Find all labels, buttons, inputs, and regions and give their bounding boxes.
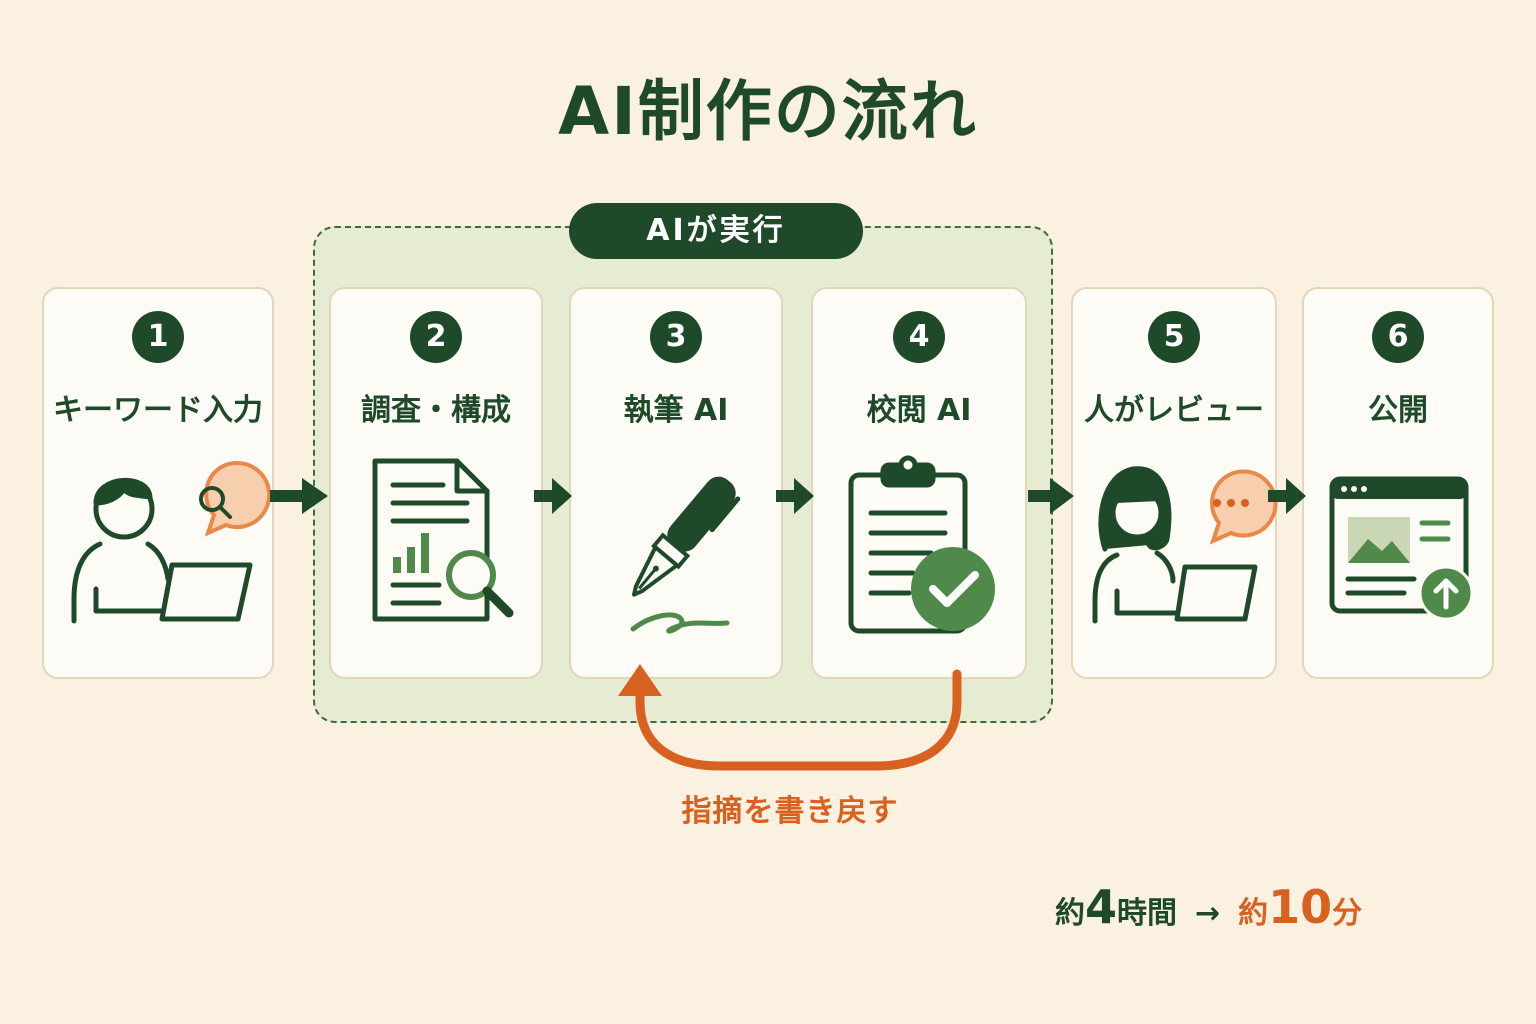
time-after-unit: 分: [1332, 896, 1363, 931]
step-number-5: 5: [1148, 311, 1200, 363]
time-after-prefix: 約: [1238, 896, 1269, 931]
flow-arrow-4-5: [1028, 478, 1074, 514]
fountain-pen-icon: [630, 476, 741, 634]
step-number-1: 1: [132, 311, 184, 363]
step-card-3: 3 執筆 AI: [569, 287, 783, 679]
time-after-value: 10: [1268, 880, 1333, 934]
feedback-loop-label: 指摘を書き戻す: [681, 794, 899, 829]
step-card-6: 6 公開: [1302, 287, 1494, 679]
time-before-prefix: 約: [1055, 896, 1085, 931]
document-chart-magnifier-icon: [372, 458, 514, 622]
step-label-3: 執筆 AI: [623, 393, 729, 428]
step-label-1: キーワード入力: [53, 393, 263, 428]
step-label-2: 調査・構成: [361, 393, 511, 428]
step-number-2: 2: [410, 311, 462, 363]
page-title: AI制作の流れ: [558, 73, 978, 150]
step-card-1: 1 キーワード入力: [42, 287, 274, 679]
flow-arrow-3-4: [776, 478, 814, 514]
person-laptop-comment-icon: [1092, 466, 1278, 624]
step-number-6: 6: [1372, 311, 1424, 363]
step-card-4: 4 校閲 AI: [811, 287, 1027, 679]
step-label-5: 人がレビュー: [1084, 393, 1264, 428]
clipboard-check-icon: [848, 455, 995, 634]
time-arrow: →: [1195, 896, 1221, 931]
ai-execution-badge: AIが実行: [569, 203, 863, 259]
step-number-3: 3: [650, 311, 702, 363]
step-card-2: 2 調査・構成: [329, 287, 543, 679]
step-label-4: 校閲 AI: [866, 393, 972, 428]
time-before-unit: 時間: [1117, 896, 1178, 931]
step-card-5: 5 人がレビュー: [1071, 287, 1278, 679]
flow-arrow-5-6: [1268, 478, 1306, 514]
time-before-value: 4: [1085, 880, 1118, 934]
person-laptop-search-icon: [71, 461, 272, 624]
flow-arrow-2-3: [534, 478, 572, 514]
time-comparison: 約4時間→約10分: [1055, 880, 1362, 940]
browser-upload-icon: [1329, 476, 1474, 621]
step-label-6: 公開: [1368, 393, 1428, 428]
flow-arrow-1-2: [270, 478, 328, 514]
step-number-4: 4: [893, 311, 945, 363]
